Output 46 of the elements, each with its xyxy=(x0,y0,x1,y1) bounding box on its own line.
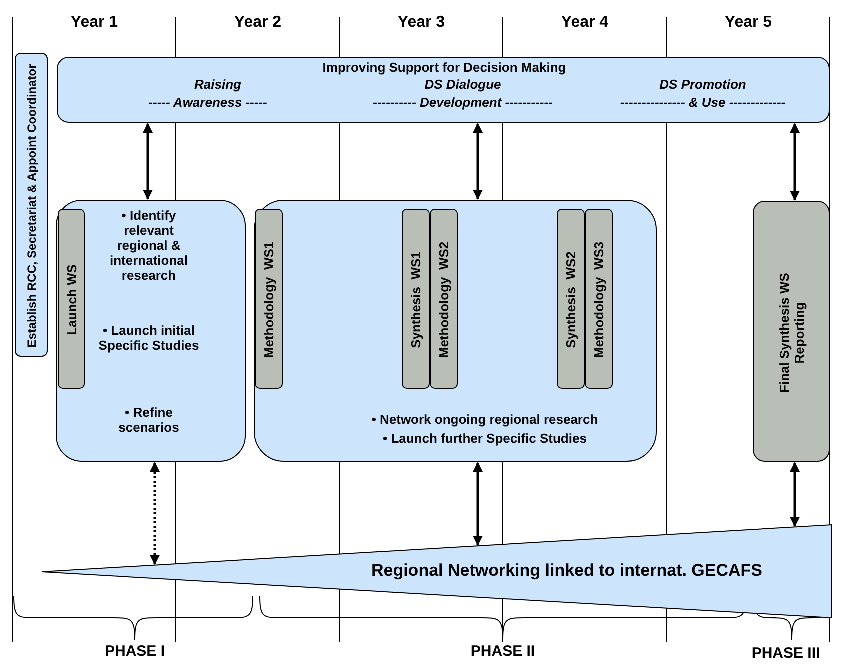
double-arrow xyxy=(790,462,800,528)
bullet-text: • Launch initial Specific Studies xyxy=(98,324,200,354)
phase-label: PHASE I xyxy=(104,643,166,660)
stage-label: ----- Awareness ----- xyxy=(148,96,268,111)
double-arrow xyxy=(473,123,483,200)
banner-box xyxy=(57,57,830,123)
workshop-label: Methodology WS3 xyxy=(592,242,608,358)
phase-label: PHASE II xyxy=(470,643,536,660)
workshop-label: Methodology WS2 xyxy=(438,242,452,358)
workshop-box xyxy=(255,209,283,389)
phase-label: PHASE III xyxy=(750,645,822,662)
double-arrow xyxy=(790,123,800,201)
workshop-label: Synthesis WS2 xyxy=(564,252,580,348)
workshop-label: Synthesis WS1 xyxy=(410,252,424,348)
workshop-label: Launch WS xyxy=(65,264,80,336)
workshop-box xyxy=(430,209,458,389)
year-label: Year 1 xyxy=(70,14,120,32)
stage-label: --------------- & Use ------------- xyxy=(619,96,787,111)
stage-label: ---------- Development ----------- xyxy=(372,96,554,111)
bullet-text: • Launch further Specific Studies xyxy=(382,432,588,447)
stage-label: DS Promotion xyxy=(658,78,748,93)
workshop-box xyxy=(585,209,613,389)
stage-label: Raising xyxy=(194,78,242,93)
process-label: Establish RCC, Secretariat & Appoint Coordinator xyxy=(26,64,40,348)
double-arrow xyxy=(150,462,160,566)
workshop-label: Final Synthesis WS Reporting xyxy=(778,272,808,394)
year-label: Year 3 xyxy=(396,14,446,32)
bullet-text: • Network ongoing regional research xyxy=(370,413,600,428)
workshop-box xyxy=(753,201,830,462)
workshop-box xyxy=(557,209,585,389)
phase-box xyxy=(56,200,246,462)
wedge-label: Regional Networking linked to internat. GECAFS xyxy=(370,561,764,581)
year-label: Year 2 xyxy=(233,14,283,32)
phase-box xyxy=(254,200,657,462)
bullet-text: • Identify relevant regional & international research xyxy=(108,209,189,284)
workshop-box xyxy=(58,209,85,389)
workshop-box xyxy=(402,209,430,389)
year-label: Year 5 xyxy=(724,14,774,32)
double-arrow xyxy=(143,123,153,200)
double-arrow xyxy=(473,462,483,546)
stage-label: DS Dialogue xyxy=(424,78,502,93)
workshop-label: Methodology WS1 xyxy=(262,242,278,358)
year-label: Year 4 xyxy=(560,14,610,32)
banner-title: Improving Support for Decision Making xyxy=(322,61,568,76)
bullet-text: • Refine scenarios xyxy=(118,406,180,436)
process-box xyxy=(15,53,48,357)
